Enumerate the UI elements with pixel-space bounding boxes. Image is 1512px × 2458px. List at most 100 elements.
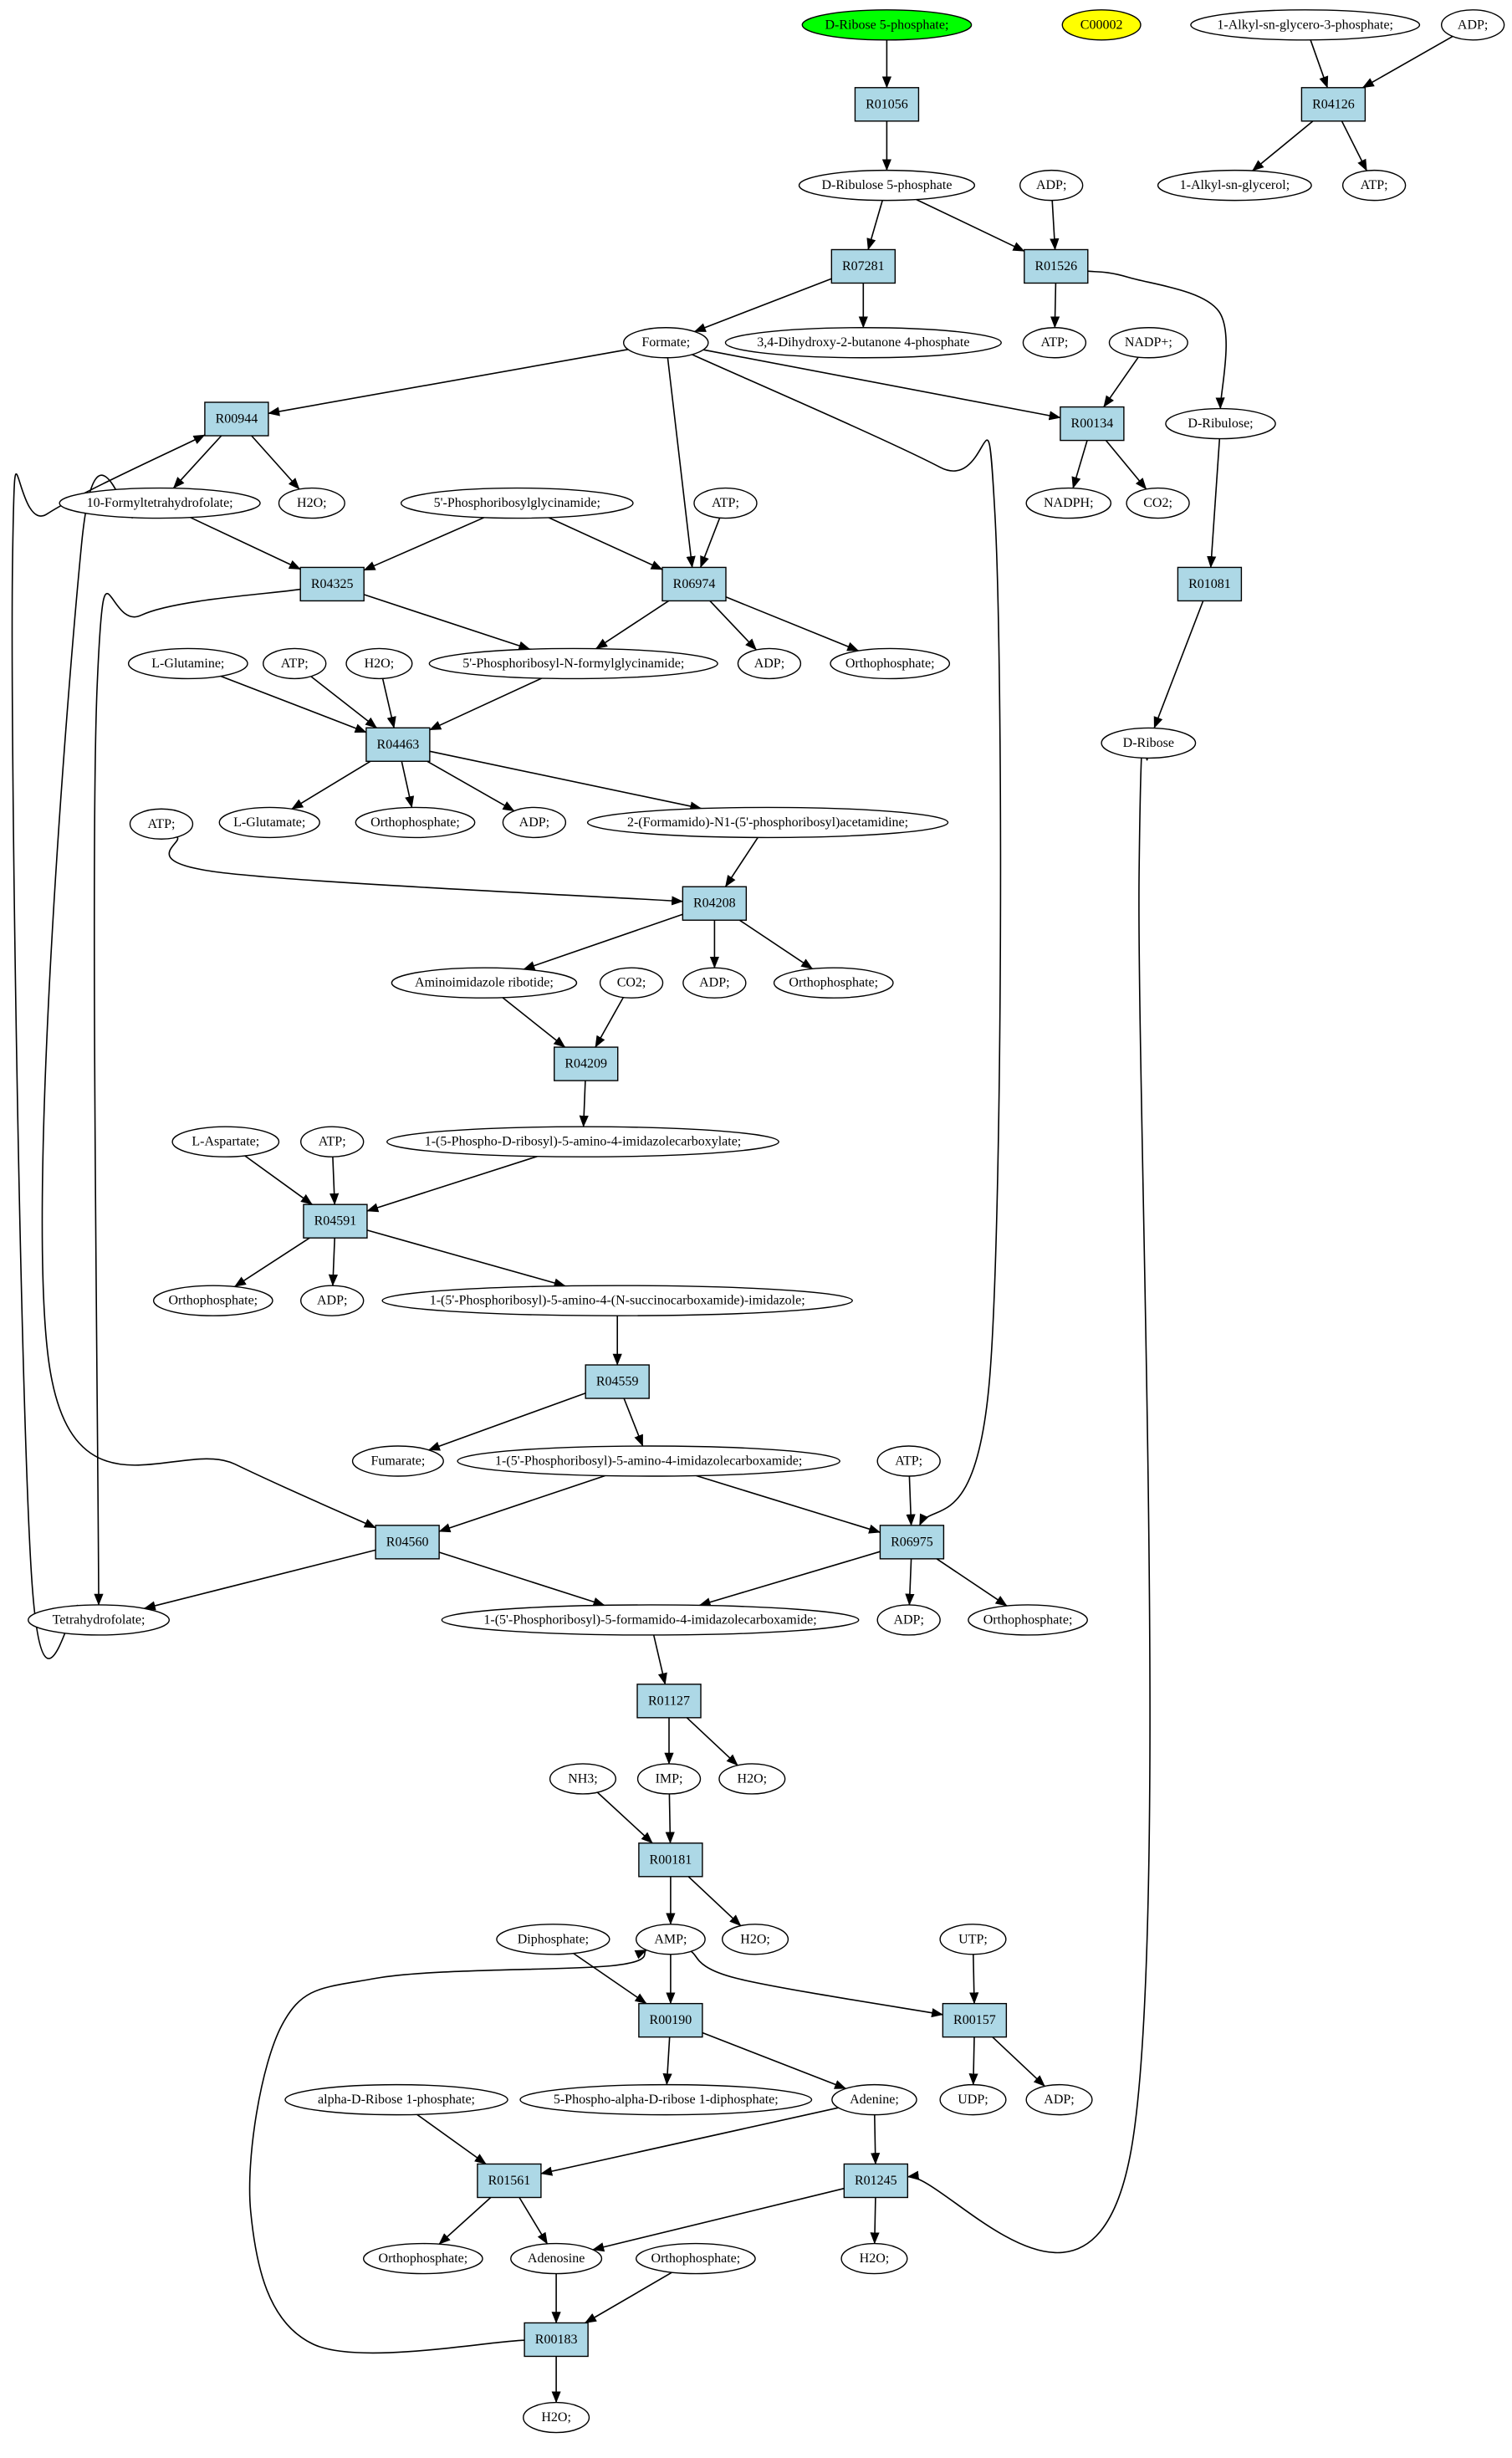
compound-ellipse[interactable] [801,9,973,41]
compound-nadph[interactable]: NADPH; [1025,487,1112,519]
compound-ellipse[interactable] [798,169,976,202]
compound-10fthf[interactable]: 10-Formyltetrahydrofolate; [59,487,261,519]
compound-alkylg3p[interactable]: 1-Alkyl-sn-glycero-3-phosphate; [1190,9,1421,41]
compound-saicar[interactable]: 1-(5'-Phosphoribosyl)-5-amino-4-(N-succi… [381,1285,853,1316]
compound-nadp[interactable]: NADP+; [1108,327,1188,359]
compound-adp-4463[interactable]: ADP; [502,806,567,839]
compound-pi-6975[interactable]: Orthophosphate; [968,1604,1088,1636]
compound-ellipse[interactable] [635,1924,706,1955]
compound-ellipse[interactable] [278,487,345,519]
reaction-box[interactable] [638,2002,703,2038]
compound-lgln[interactable]: L-Glutamine; [127,647,248,680]
compound-thf[interactable]: Tetrahydrofolate; [28,1604,171,1636]
reaction-box[interactable] [682,886,748,921]
compound-ellipse[interactable] [737,647,802,680]
compound-ellipse[interactable] [519,2083,813,2116]
reaction-box[interactable] [524,2322,589,2358]
compound-ellipse[interactable] [599,967,664,999]
compound-pi-183[interactable]: Orthophosphate; [635,2242,756,2275]
compound-pi-4591[interactable]: Orthophosphate; [152,1285,273,1316]
compound-utp[interactable]: UTP; [939,1924,1007,1955]
compound-ellipse[interactable] [693,487,758,519]
reaction-box[interactable] [843,2163,909,2199]
compound-ellipse[interactable] [1022,327,1087,359]
reaction-R00183[interactable]: R00183 [524,2322,589,2358]
compound-alkylg[interactable]: 1-Alkyl-sn-glycerol; [1157,169,1312,202]
compound-adp-4591[interactable]: ADP; [300,1285,365,1316]
compound-ellipse[interactable] [722,1924,789,1955]
reaction-box[interactable] [662,566,727,602]
compound-ellipse[interactable] [152,1285,273,1316]
compound-ellipse[interactable] [218,806,320,839]
reaction-R00157[interactable]: R00157 [942,2002,1008,2038]
compound-ellipse[interactable] [391,967,578,999]
compound-ellipse[interactable] [400,487,634,519]
compound-h2o-181[interactable]: H2O; [722,1924,789,1955]
compound-cair[interactable]: 1-(5-Phospho-D-ribosyl)-5-amino-4-imidaz… [386,1126,779,1157]
compound-ellipse[interactable] [1157,169,1312,202]
compound-ellipse[interactable] [831,2083,917,2116]
compound-atp-4126[interactable]: ATP; [1341,169,1407,202]
compound-ellipse[interactable] [428,647,718,680]
compound-ellipse[interactable] [386,1126,779,1157]
reaction-R00944[interactable]: R00944 [204,401,269,437]
compound-adp-6974[interactable]: ADP; [737,647,802,680]
reaction-box[interactable] [1300,87,1366,122]
compound-ellipse[interactable] [502,806,567,839]
reaction-box[interactable] [375,1525,440,1560]
compound-ellipse[interactable] [345,647,413,680]
compound-imp[interactable]: IMP; [636,1763,702,1795]
compound-ellipse[interactable] [724,327,1002,359]
compound-adp-1526[interactable]: ADP; [1019,169,1084,202]
compound-ellipse[interactable] [441,1604,860,1636]
compound-ellipse[interactable] [1108,327,1188,359]
compound-fgar[interactable]: 5'-Phosphoribosyl-N-formylglycinamide; [428,647,718,680]
compound-co2-134[interactable]: CO2; [1126,487,1190,519]
compound-prpp[interactable]: 5-Phospho-alpha-D-ribose 1-diphosphate; [519,2083,813,2116]
compound-formate[interactable]: Formate; [622,327,709,359]
compound-ellipse[interactable] [1019,169,1084,202]
compound-h2o-183[interactable]: H2O; [523,2401,590,2434]
compound-ellipse[interactable] [586,806,949,839]
reaction-R01526[interactable]: R01526 [1024,248,1089,284]
compound-ellipse[interactable] [1440,9,1505,41]
compound-ellipse[interactable] [1126,487,1190,519]
compound-adp-4208[interactable]: ADP; [682,967,747,999]
compound-ellipse[interactable] [718,1763,786,1795]
compound-ellipse[interactable] [362,2242,483,2275]
compound-atp-4208[interactable]: ATP; [129,808,194,840]
compound-adenine[interactable]: Adenine; [831,2083,917,2116]
compound-adp-top[interactable]: ADP; [1440,9,1505,41]
compound-fum[interactable]: Fumarate; [351,1445,444,1477]
compound-faicar[interactable]: 1-(5'-Phosphoribosyl)-5-formamido-4-imid… [441,1604,860,1636]
reaction-R04463[interactable]: R04463 [365,727,431,762]
compound-adenosine[interactable]: Adenosine [510,2242,603,2275]
compound-atp-4463[interactable]: ATP; [263,647,327,680]
compound-ellipse[interactable] [457,1445,840,1477]
compound-ellipse[interactable] [300,1285,365,1316]
reaction-R04208[interactable]: R04208 [682,886,748,921]
compound-ellipse[interactable] [284,2083,508,2116]
reaction-R00190[interactable]: R00190 [638,2002,703,2038]
compound-dribose[interactable]: D-Ribose [1101,727,1197,759]
compound-ellipse[interactable] [351,1445,444,1477]
compound-ellipse[interactable] [840,2242,908,2275]
compound-atp-4591[interactable]: ATP; [300,1126,365,1157]
compound-ellipse[interactable] [773,967,894,999]
compound-ellipse[interactable] [1341,169,1407,202]
reaction-R04126[interactable]: R04126 [1300,87,1366,122]
compound-adp-6975[interactable]: ADP; [876,1604,941,1636]
compound-gar[interactable]: 5'-Phosphoribosylglycinamide; [400,487,634,519]
reaction-box[interactable] [830,248,896,284]
compound-ellipse[interactable] [1101,727,1197,759]
compound-ellipse[interactable] [59,487,261,519]
reaction-box[interactable] [299,566,365,602]
compound-ellipse[interactable] [635,2242,756,2275]
reaction-box[interactable] [638,1842,703,1878]
compound-ellipse[interactable] [127,647,248,680]
reaction-R01127[interactable]: R01127 [636,1684,702,1719]
reaction-box[interactable] [942,2002,1008,2038]
reaction-R04560[interactable]: R04560 [375,1525,440,1560]
compound-amp[interactable]: AMP; [635,1924,706,1955]
compound-dribulose[interactable]: D-Ribulose; [1165,407,1276,440]
